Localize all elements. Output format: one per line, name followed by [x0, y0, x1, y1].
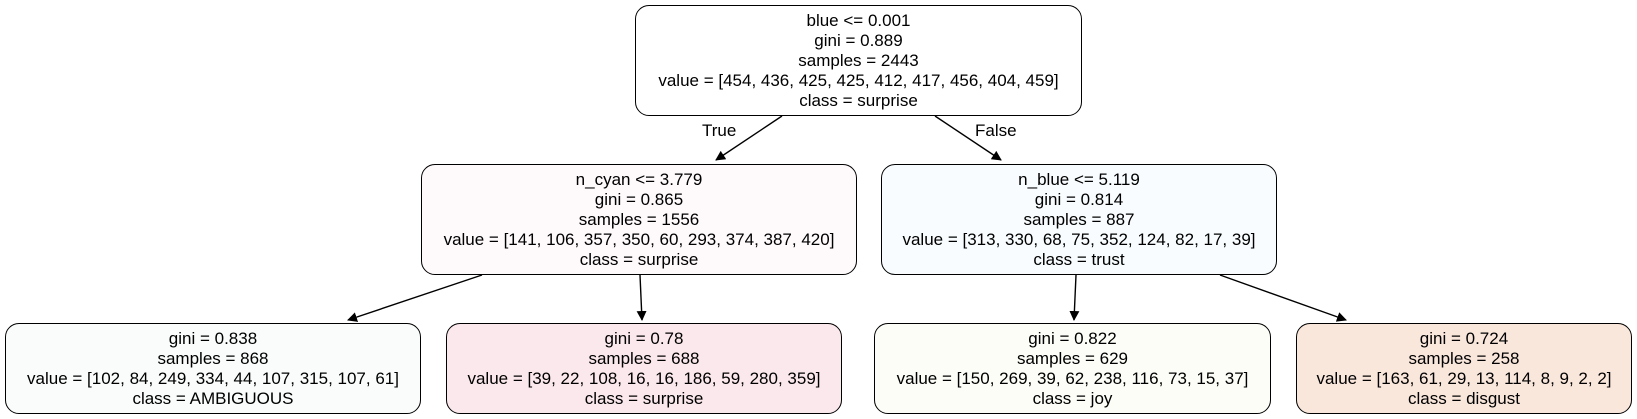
node-value: value = [454, 436, 425, 425, 412, 417, 4…	[658, 70, 1059, 90]
node-value: value = [163, 61, 29, 13, 114, 8, 9, 2, …	[1316, 368, 1612, 388]
node-samples: samples = 258	[1408, 348, 1520, 368]
node-split-condition: n_blue <= 5.119	[1018, 169, 1140, 189]
edge-label-false: False	[975, 121, 1017, 140]
node-gini: gini = 0.724	[1419, 328, 1509, 348]
tree-node-root: blue <= 0.001 gini = 0.889 samples = 244…	[635, 5, 1082, 116]
node-gini: gini = 0.865	[594, 189, 684, 209]
node-value: value = [141, 106, 357, 350, 60, 293, 37…	[443, 229, 835, 249]
node-value: value = [150, 269, 39, 62, 238, 116, 73,…	[896, 368, 1249, 388]
node-samples: samples = 868	[157, 348, 269, 368]
tree-node-right: n_blue <= 5.119 gini = 0.814 samples = 8…	[881, 164, 1277, 275]
edge-n1-n3	[347, 274, 483, 322]
node-samples: samples = 1556	[578, 209, 700, 229]
node-class: class = disgust	[1408, 388, 1520, 408]
tree-leaf-joy: gini = 0.822 samples = 629 value = [150,…	[874, 323, 1271, 414]
node-class: class = surprise	[799, 90, 918, 110]
node-class: class = trust	[1033, 249, 1125, 269]
edge-n0-n1	[715, 115, 783, 161]
tree-leaf-surprise: gini = 0.78 samples = 688 value = [39, 2…	[446, 323, 842, 414]
node-split-condition: n_cyan <= 3.779	[575, 169, 703, 189]
edge-n0-n2	[934, 115, 1002, 161]
node-gini: gini = 0.889	[814, 30, 903, 50]
node-samples: samples = 629	[1016, 348, 1129, 368]
edge-n2-n6	[1219, 274, 1347, 322]
tree-leaf-disgust: gini = 0.724 samples = 258 value = [163,…	[1296, 323, 1632, 414]
node-split-condition: blue <= 0.001	[806, 10, 911, 30]
edge-n1-n4	[636, 274, 647, 321]
tree-node-left: n_cyan <= 3.779 gini = 0.865 samples = 1…	[421, 164, 857, 275]
node-gini: gini = 0.838	[168, 328, 258, 348]
node-value: value = [102, 84, 249, 334, 44, 107, 315…	[27, 368, 399, 388]
node-gini: gini = 0.78	[604, 328, 684, 348]
node-value: value = [313, 330, 68, 75, 352, 124, 82,…	[902, 229, 1256, 249]
tree-leaf-ambiguous: gini = 0.838 samples = 868 value = [102,…	[5, 323, 421, 414]
node-samples: samples = 2443	[798, 50, 919, 70]
node-class: class = surprise	[584, 388, 704, 408]
edge-n2-n5	[1069, 274, 1080, 321]
node-gini: gini = 0.822	[1028, 328, 1117, 348]
node-class: class = surprise	[579, 249, 699, 269]
node-samples: samples = 887	[1023, 209, 1135, 229]
node-gini: gini = 0.814	[1034, 189, 1124, 209]
node-class: class = joy	[1032, 388, 1113, 408]
node-samples: samples = 688	[588, 348, 700, 368]
node-class: class = AMBIGUOUS	[132, 388, 294, 408]
edge-label-true: True	[702, 121, 737, 140]
node-value: value = [39, 22, 108, 16, 16, 186, 59, 2…	[467, 368, 821, 388]
